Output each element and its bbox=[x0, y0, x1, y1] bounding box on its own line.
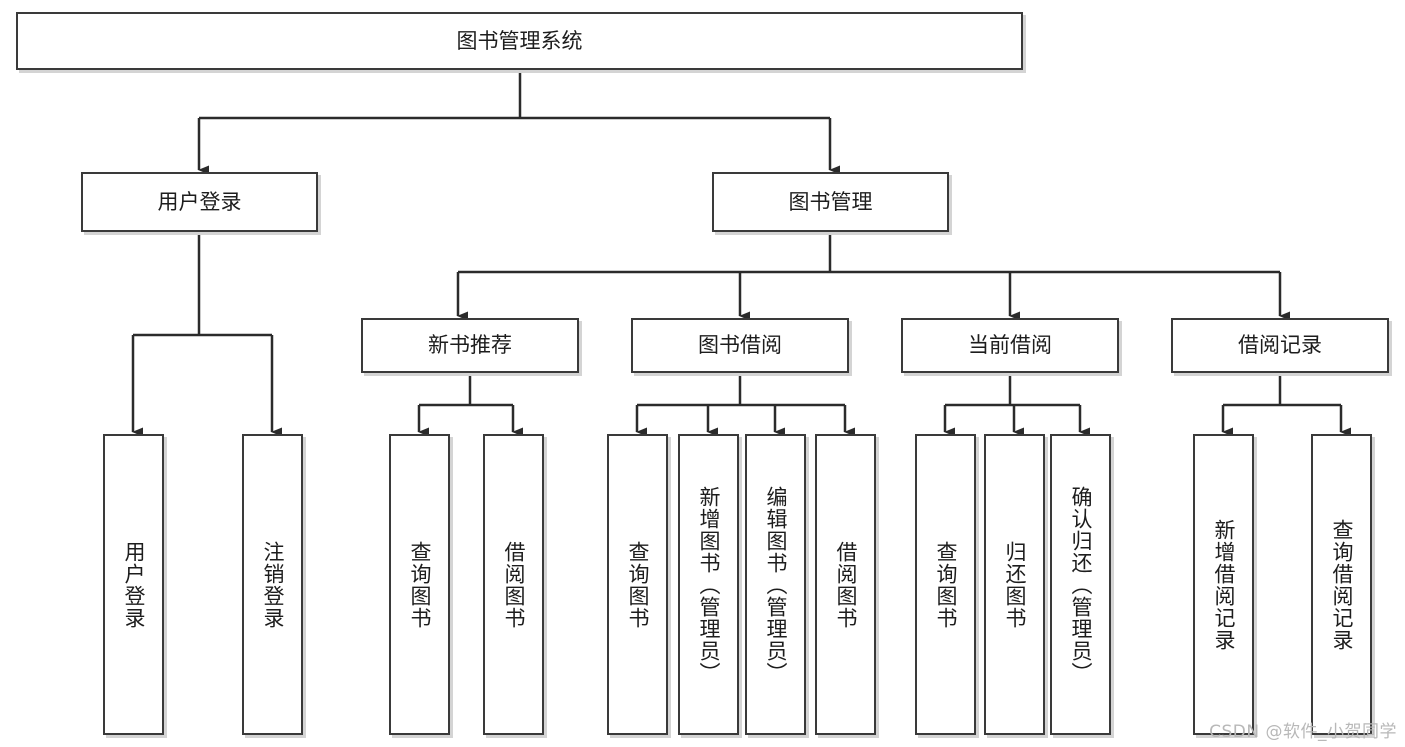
leaf-node-label: 新增图书（管理员） bbox=[697, 485, 721, 684]
leaf-node-box-11[interactable]: 新增借阅记录 bbox=[1193, 434, 1254, 735]
leaf-node-box-9[interactable]: 归还图书 bbox=[984, 434, 1045, 735]
leaf-node-box-6[interactable]: 编辑图书（管理员） bbox=[745, 434, 806, 735]
leaf-node-box-0[interactable]: 用户登录 bbox=[103, 434, 164, 735]
leaf-node-box-12[interactable]: 查询借阅记录 bbox=[1311, 434, 1372, 735]
level3-node-label: 图书借阅 bbox=[698, 333, 782, 358]
leaf-node-box-3[interactable]: 借阅图书 bbox=[483, 434, 544, 735]
level3-node-box-1[interactable]: 图书借阅 bbox=[631, 318, 849, 373]
root-node-box-0[interactable]: 图书管理系统 bbox=[16, 12, 1023, 70]
leaf-node-label: 借阅图书 bbox=[834, 540, 858, 629]
leaf-node-box-1[interactable]: 注销登录 bbox=[242, 434, 303, 735]
level2-node-box-0[interactable]: 用户登录 bbox=[81, 172, 318, 232]
leaf-node-label: 查询图书 bbox=[408, 540, 432, 629]
leaf-node-box-4[interactable]: 查询图书 bbox=[607, 434, 668, 735]
root-node-label: 图书管理系统 bbox=[456, 28, 583, 53]
level3-node-box-0[interactable]: 新书推荐 bbox=[361, 318, 579, 373]
leaf-node-label: 查询借阅记录 bbox=[1330, 518, 1354, 651]
leaf-node-label: 新增借阅记录 bbox=[1212, 518, 1236, 651]
level3-node-label: 新书推荐 bbox=[428, 333, 512, 358]
leaf-node-label: 借阅图书 bbox=[502, 540, 526, 629]
csdn-watermark: CSDN @软件_小贺同学 bbox=[1209, 722, 1397, 742]
leaf-node-box-8[interactable]: 查询图书 bbox=[915, 434, 976, 735]
level2-node-label: 图书管理 bbox=[788, 189, 873, 214]
leaf-node-label: 用户登录 bbox=[122, 540, 146, 629]
leaf-node-box-2[interactable]: 查询图书 bbox=[389, 434, 450, 735]
leaf-node-box-5[interactable]: 新增图书（管理员） bbox=[678, 434, 739, 735]
level3-node-box-2[interactable]: 当前借阅 bbox=[901, 318, 1119, 373]
leaf-node-label: 确认归还（管理员） bbox=[1069, 485, 1093, 684]
leaf-node-label: 查询图书 bbox=[626, 540, 650, 629]
leaf-node-label: 编辑图书（管理员） bbox=[764, 485, 788, 684]
level3-node-label: 当前借阅 bbox=[968, 333, 1052, 358]
level2-node-label: 用户登录 bbox=[157, 189, 242, 214]
leaf-node-box-7[interactable]: 借阅图书 bbox=[815, 434, 876, 735]
level3-node-label: 借阅记录 bbox=[1238, 333, 1322, 358]
leaf-node-box-10[interactable]: 确认归还（管理员） bbox=[1050, 434, 1111, 735]
connector-group bbox=[131, 70, 1351, 437]
leaf-node-label: 归还图书 bbox=[1003, 540, 1027, 629]
leaf-node-label: 查询图书 bbox=[934, 540, 958, 629]
level3-node-box-3[interactable]: 借阅记录 bbox=[1171, 318, 1389, 373]
level2-node-box-1[interactable]: 图书管理 bbox=[712, 172, 949, 232]
leaf-node-label: 注销登录 bbox=[261, 540, 285, 629]
